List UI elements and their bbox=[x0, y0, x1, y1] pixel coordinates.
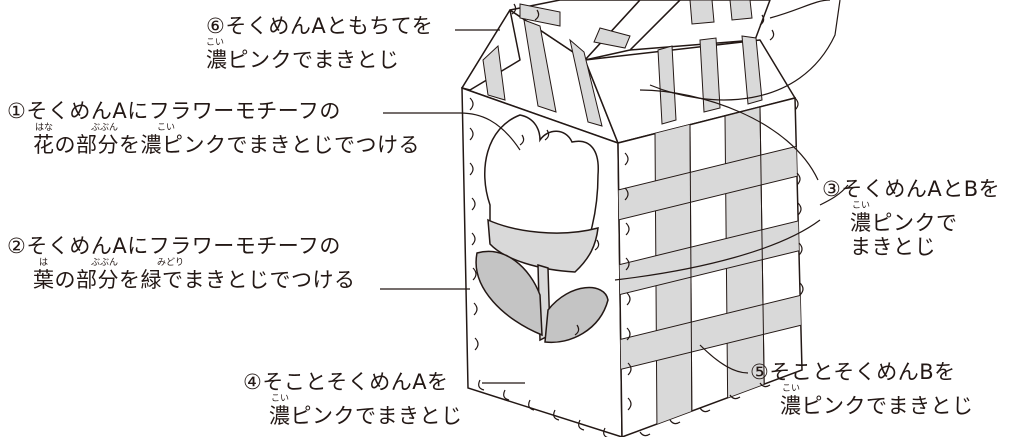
label-5-line1: ⑤そことそくめんBを bbox=[750, 360, 956, 384]
leaf-right bbox=[544, 286, 609, 344]
label-3-line1: ③そくめんAとBを bbox=[822, 177, 1001, 201]
leader-3c bbox=[819, 184, 849, 206]
leader-5 bbox=[699, 344, 749, 374]
label-6: ⑥そくめんAともちてを こい 濃ピンクでまきとじ bbox=[206, 14, 433, 72]
label-1-line2: 花の部分を濃ピンクでまきとじでつける bbox=[33, 133, 420, 157]
label-2-line2: 葉の部分を緑でまきとじでつける bbox=[33, 268, 356, 292]
label-1-line1: ①そくめんAにフラワーモチーフの bbox=[7, 99, 341, 123]
label-2: ②そくめんAにフラワーモチーフの は ぶぶん みどり 葉の部分を緑でまきとじでつ… bbox=[7, 234, 387, 292]
label-1-ruby: はな ぶぶん こい bbox=[35, 123, 176, 133]
label-5-line2: 濃ピンクでまきとじ bbox=[780, 394, 974, 418]
leader-1 bbox=[383, 112, 521, 151]
flower-petal-lower bbox=[487, 218, 599, 273]
label-5-ruby: こい bbox=[782, 384, 801, 394]
label-1: ①そくめんAにフラワーモチーフの はな ぶぶん こい 花の部分を濃ピンクでまきと… bbox=[7, 99, 427, 157]
side-b-face bbox=[617, 97, 803, 437]
label-4-line2: 濃ピンクでまきとじ bbox=[269, 404, 463, 428]
label-3-ruby: こい bbox=[852, 201, 871, 211]
label-2-line1: ②そくめんAにフラワーモチーフの bbox=[7, 234, 341, 258]
whip-stitches bbox=[469, 3, 804, 437]
leader-handle bbox=[769, 0, 831, 19]
roof-stripes bbox=[482, 0, 763, 127]
label-4: ④そことそくめんAを こい 濃ピンクでまきとじ bbox=[243, 370, 473, 428]
label-3-line2: 濃ピンクで bbox=[850, 211, 958, 235]
leader-3b bbox=[614, 219, 821, 281]
label-2-ruby: は ぶぶん みどり bbox=[39, 258, 185, 268]
label-6-line1: ⑥そくめんAともちてを bbox=[206, 14, 434, 38]
label-4-line1: ④そことそくめんAを bbox=[243, 370, 449, 394]
leader-lines bbox=[380, 0, 849, 384]
label-3: ③そくめんAとBを こい 濃ピンクで まきとじ bbox=[822, 177, 1012, 259]
label-4-ruby: こい bbox=[271, 394, 290, 404]
leader-3a bbox=[639, 89, 819, 181]
leader-handle-2 bbox=[649, 0, 841, 101]
label-6-line2: 濃ピンクでまきとじ bbox=[206, 48, 400, 72]
label-3-line3: まきとじ bbox=[850, 235, 936, 259]
leaf-left bbox=[475, 250, 543, 337]
label-6-ruby: こい bbox=[206, 38, 225, 48]
flower-motif bbox=[475, 114, 609, 344]
label-5: ⑤そことそくめんBを こい 濃ピンクでまきとじ bbox=[750, 360, 980, 418]
